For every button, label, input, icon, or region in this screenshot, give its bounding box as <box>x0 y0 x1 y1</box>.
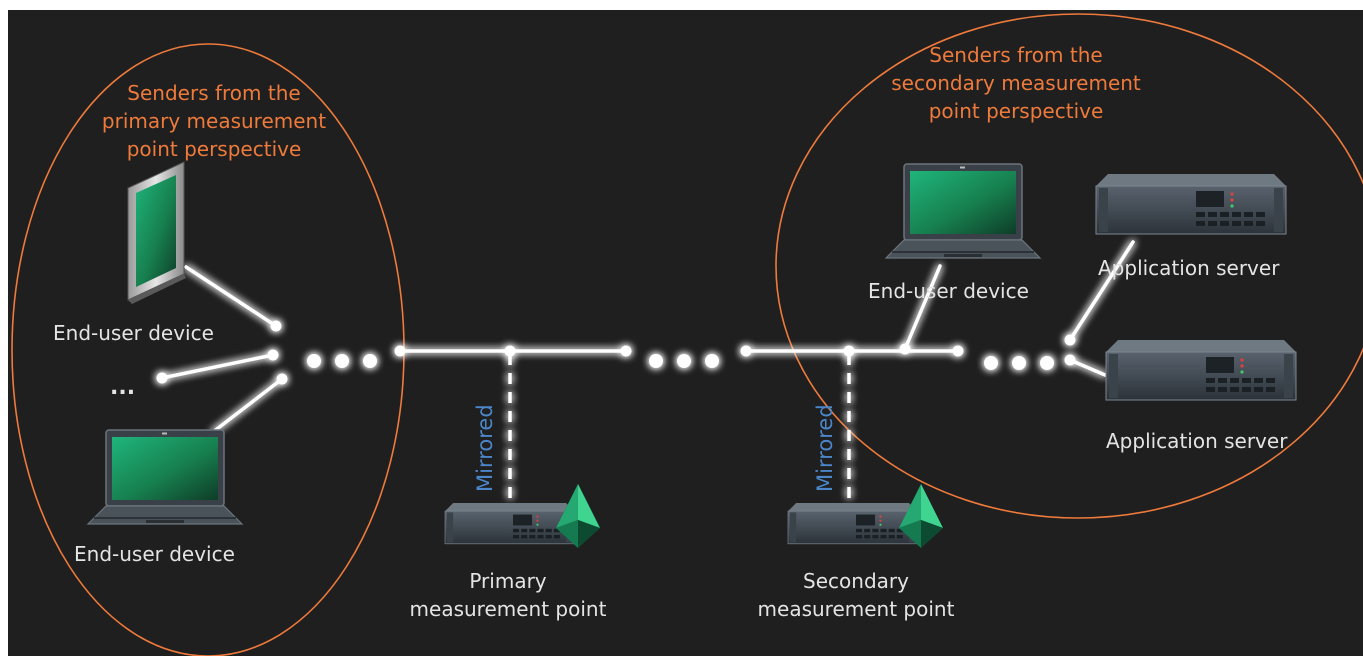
right-laptop-label: End-user device <box>868 279 1029 303</box>
laptop-icon <box>885 163 1041 259</box>
laptop-icon <box>87 429 243 525</box>
mirrored-label-primary: Mirrored <box>473 404 497 492</box>
measurement-device-icon <box>787 502 918 545</box>
server-icon <box>1105 339 1297 401</box>
primary-group-title-line2: primary measurement <box>102 109 326 133</box>
secondary-perspective-ellipse <box>775 13 1363 519</box>
measurement-device-icon <box>444 502 575 545</box>
diagram-svg: Mirrored Mirrored Senders from the prima… <box>11 13 1363 656</box>
left-laptop-label: End-user device <box>74 542 235 566</box>
network-links <box>156 240 1135 506</box>
primary-point-label-line2: measurement point <box>410 597 607 621</box>
mirrored-label-secondary: Mirrored <box>813 404 837 492</box>
secondary-group-title-line1: Senders from the <box>929 43 1102 67</box>
more-devices-ellipsis: ... <box>110 375 135 400</box>
tablet-label: End-user device <box>53 321 214 345</box>
primary-group-title-line1: Senders from the <box>127 81 300 105</box>
network-diagram: Mirrored Mirrored Senders from the prima… <box>8 10 1363 656</box>
secondary-group-title-line2: secondary measurement <box>891 71 1141 95</box>
tablet-icon <box>127 161 186 304</box>
server-bottom-label: Application server <box>1106 429 1288 453</box>
secondary-point-label-line1: Secondary <box>803 569 909 593</box>
primary-point-label-line1: Primary <box>469 569 546 593</box>
server-top-label: Application server <box>1098 256 1280 280</box>
primary-group-title-line3: point perspective <box>127 137 302 161</box>
server-icon <box>1095 173 1287 235</box>
secondary-point-label-line2: measurement point <box>758 597 955 621</box>
secondary-group-title-line3: point perspective <box>929 99 1104 123</box>
